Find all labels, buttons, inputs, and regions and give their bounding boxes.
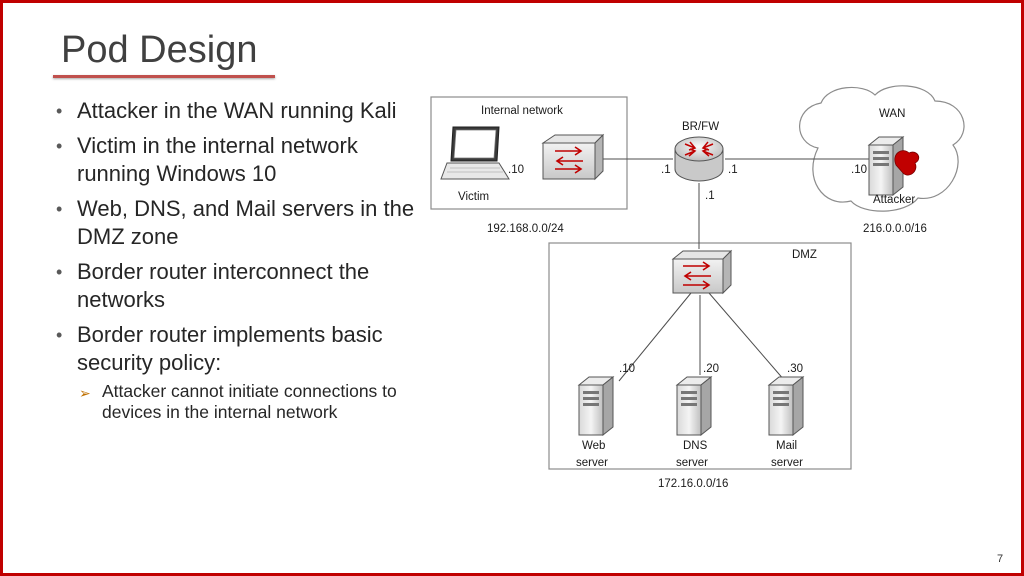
bullet-item: • Border router interconnect the networks xyxy=(53,258,433,314)
bullet-dot-icon: • xyxy=(56,199,63,219)
web-server-label-line2: server xyxy=(576,457,608,469)
internal-switch-icon xyxy=(541,133,605,181)
network-diagram: Internal network DMZ WAN Victim .10 xyxy=(430,85,965,490)
web-server-label-line1: Web xyxy=(582,440,605,452)
mail-server-ip: .30 xyxy=(787,363,803,375)
wan-label: WAN xyxy=(879,108,905,120)
victim-label: Victim xyxy=(458,191,489,203)
link-switch-web xyxy=(618,292,692,382)
internal-network-label: Internal network xyxy=(481,105,563,117)
arrow-bullet-icon: ➢ xyxy=(79,385,91,401)
page-number: 7 xyxy=(997,553,1004,565)
bullet-text: Border router implements basic security … xyxy=(77,322,383,375)
attacker-ip: .10 xyxy=(851,164,867,176)
router-left-ip: .1 xyxy=(661,164,671,176)
bullet-dot-icon: • xyxy=(56,101,63,121)
sub-bullet-item: ➢ Attacker cannot initiate connections to… xyxy=(77,381,433,423)
dns-server-icon xyxy=(675,375,713,437)
router-label: BR/FW xyxy=(682,121,719,133)
bullet-dot-icon: • xyxy=(56,136,63,156)
router-right-ip: .1 xyxy=(728,164,738,176)
mail-server-label-line2: server xyxy=(771,457,803,469)
bullet-text: Attacker in the WAN running Kali xyxy=(77,98,397,123)
bullet-text: Web, DNS, and Mail servers in the DMZ zo… xyxy=(77,196,415,249)
bullet-text: Border router interconnect the networks xyxy=(77,259,370,312)
sub-bullet-list: ➢ Attacker cannot initiate connections to… xyxy=(77,381,433,423)
sub-bullet-text: Attacker cannot initiate connections to … xyxy=(102,381,397,422)
dns-server-label-line1: DNS xyxy=(683,440,708,452)
router-icon xyxy=(674,136,724,182)
attacker-label: Attacker xyxy=(873,194,915,206)
dmz-subnet: 172.16.0.0/16 xyxy=(658,478,728,490)
web-server-icon xyxy=(577,375,615,437)
attacker-server-icon xyxy=(867,135,920,197)
dmz-label: DMZ xyxy=(792,249,817,261)
mail-server-label-line1: Mail xyxy=(776,440,797,452)
bullet-text: Victim in the internal network running W… xyxy=(77,133,358,186)
bullet-dot-icon: • xyxy=(56,325,63,345)
title-underline xyxy=(53,75,275,78)
internal-subnet: 192.168.0.0/24 xyxy=(487,223,564,235)
link-switch-mail xyxy=(708,292,786,382)
victim-ip: .10 xyxy=(508,164,524,176)
bullet-item: • Web, DNS, and Mail servers in the DMZ z… xyxy=(53,195,433,251)
mail-server-icon xyxy=(767,375,805,437)
bullet-item: • Attacker in the WAN running Kali xyxy=(53,97,433,125)
bullet-dot-icon: • xyxy=(56,262,63,282)
bullet-list: • Attacker in the WAN running Kali • Victi… xyxy=(53,97,433,430)
bullet-item: • Victim in the internal network running … xyxy=(53,132,433,188)
slide-title: Pod Design xyxy=(61,29,258,71)
dmz-switch-icon xyxy=(671,249,733,295)
web-server-ip: .10 xyxy=(619,363,635,375)
router-bottom-ip: .1 xyxy=(705,190,715,202)
dns-server-label-line2: server xyxy=(676,457,708,469)
wan-subnet: 216.0.0.0/16 xyxy=(863,223,927,235)
bullet-item: • Border router implements basic security… xyxy=(53,321,433,423)
dns-server-ip: .20 xyxy=(703,363,719,375)
laptop-icon xyxy=(440,126,510,180)
